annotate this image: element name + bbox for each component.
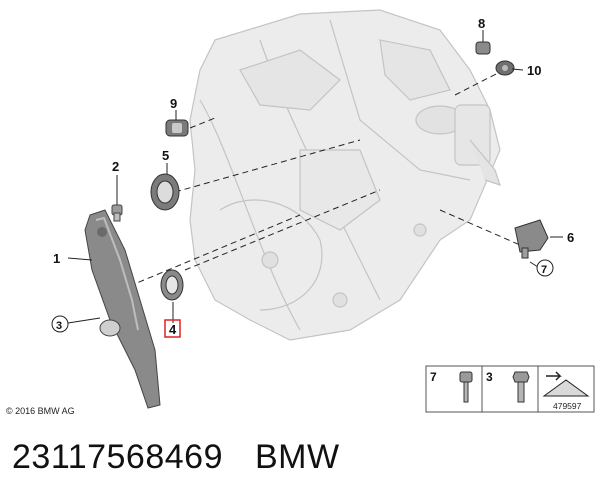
bolt-stud-part bbox=[111, 204, 123, 222]
copyright-text: © 2016 BMW AG bbox=[6, 406, 75, 416]
hex-bolt-icon bbox=[512, 371, 530, 403]
callout-10: 10 bbox=[527, 63, 541, 78]
callout-7: 7 bbox=[541, 264, 547, 276]
callout-4-highlight bbox=[164, 319, 181, 338]
part-caption: 23117568469 BMW bbox=[12, 438, 340, 477]
bracket-part bbox=[514, 219, 549, 259]
socket-head-screw-icon bbox=[459, 371, 473, 403]
legend-label-7: 7 bbox=[430, 370, 437, 384]
release-lever-part bbox=[84, 209, 161, 409]
shaft-seal-part bbox=[150, 173, 180, 211]
callout-1: 1 bbox=[53, 251, 60, 266]
callout-6: 6 bbox=[567, 230, 574, 245]
catalog-ref-number: 479597 bbox=[553, 401, 582, 411]
callout-4: 4 bbox=[169, 322, 177, 337]
catalog-ref-arrow-icon bbox=[542, 371, 590, 397]
dashed-guide-lines bbox=[119, 71, 521, 291]
callout-2: 2 bbox=[112, 159, 119, 174]
plug-part bbox=[165, 119, 189, 137]
callout-3: 3 bbox=[56, 320, 62, 332]
callout-7-circle bbox=[536, 259, 554, 277]
seal-ring-part bbox=[160, 269, 184, 301]
callout-5: 5 bbox=[162, 148, 169, 163]
transmission-housing bbox=[189, 9, 501, 341]
callout-9: 9 bbox=[170, 96, 177, 111]
parts-diagram: 1 2 3 4 5 6 7 8 9 10 © 2016 BMW AG 7 3 4… bbox=[6, 9, 595, 416]
legend-label-3: 3 bbox=[486, 370, 493, 384]
fastener-legend: 7 3 479597 bbox=[425, 365, 595, 413]
callout-3-circle bbox=[51, 315, 69, 333]
part-number: 23117568469 bbox=[12, 438, 223, 476]
sealing-washer-part bbox=[495, 60, 515, 76]
brand-name: BMW bbox=[254, 438, 340, 476]
callout-8: 8 bbox=[478, 16, 485, 31]
small-plug-part bbox=[475, 41, 491, 55]
